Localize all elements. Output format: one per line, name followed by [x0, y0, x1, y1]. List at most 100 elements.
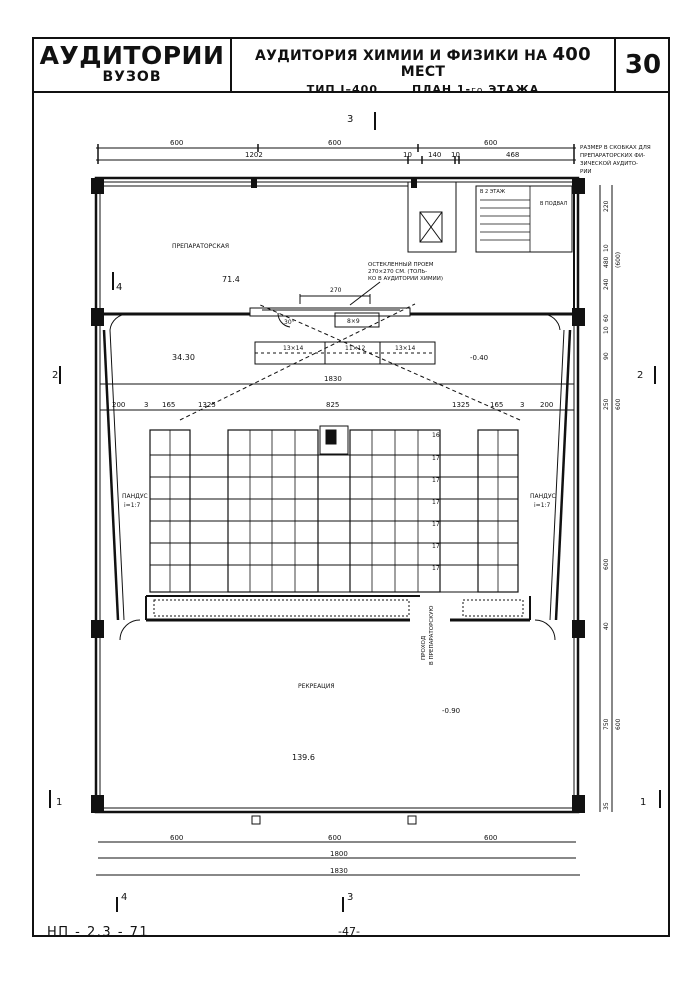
top-dim-d: 1202: [245, 151, 263, 159]
note-line-3: ЗИЧЕСКОЙ АУДИТО-: [580, 160, 638, 167]
right-dim-240: 240: [603, 278, 610, 290]
row-label-2: 17: [432, 455, 440, 462]
glazed-note-1: ОСТЕКЛЕННЫЙ ПРОЕМ: [368, 261, 434, 268]
room-aud-area: 34.30: [172, 353, 195, 362]
glazed-note-2: 270×270 СМ. (ТОЛЬ-: [368, 269, 427, 275]
section-mark-right-1: 1: [640, 797, 646, 808]
series-cell: АУДИТОРИИ ВУЗОВ: [34, 39, 232, 91]
top-dim-b: 600: [328, 139, 341, 147]
top-dim-g: 10: [451, 151, 460, 159]
seat-dim-a: 200: [112, 401, 125, 409]
top-dim-h: 468: [506, 151, 519, 159]
section-mark-left-2: 2: [52, 370, 58, 381]
row-label-5: 17: [432, 521, 440, 528]
bottom-dim-c: 600: [484, 834, 497, 842]
glazed-note-3: КО В АУДИТОРИИ ХИМИИ): [368, 276, 443, 282]
section-mark-right-2: 2: [637, 370, 643, 381]
level-aud: -0.40: [470, 354, 488, 362]
title-na: НА: [524, 48, 548, 64]
right-dim-600b: 600: [615, 398, 622, 410]
plan-label-small: го: [471, 86, 484, 96]
right-dim-220: 220: [603, 200, 610, 212]
right-dim-750: 750: [603, 718, 610, 730]
type-label: ТИП I–400.: [306, 83, 384, 96]
title-seats-number: 400: [552, 44, 591, 65]
bottom-dim-e: 1830: [330, 867, 348, 875]
board-1: 13×14: [283, 345, 303, 352]
seat-dim-b: 3: [144, 401, 148, 409]
plan-label-suffix: ЭТАЖА: [488, 83, 540, 96]
note-line-4: РИИ: [580, 169, 592, 175]
stair-dn: В 2 ЭТАЖ: [480, 189, 506, 195]
seat-dim-d: 1325: [198, 401, 216, 409]
seat-dim-e: 825: [326, 401, 339, 409]
title-seats-word: МЕСТ: [400, 64, 446, 80]
section-mark-bottom-4: 4: [121, 892, 127, 903]
right-dim-35: 35: [603, 802, 610, 810]
right-dim-10a: 10: [603, 244, 610, 252]
right-dim-40: 40: [603, 622, 610, 630]
page-number: -47-: [338, 925, 360, 938]
drawing-code: НП - 2.3 - 71: [47, 925, 150, 940]
row-label-7: 17: [432, 565, 440, 572]
level-rec: -0.90: [442, 707, 460, 715]
ramp-right-1: ПАНДУС: [530, 493, 556, 500]
right-dim-10b: 10: [603, 326, 610, 334]
seat-dim-f: 1325: [452, 401, 470, 409]
right-dim-600d: 600: [615, 718, 622, 730]
room-rec-area: 139.6: [292, 753, 315, 762]
right-dim-600c: 600: [603, 558, 610, 570]
section-mark-bottom-3: 3: [347, 892, 353, 903]
row-label-6: 17: [432, 543, 440, 550]
top-dim-f: 140: [428, 151, 441, 159]
row-label-4: 17: [432, 499, 440, 506]
bottom-dim-a: 600: [170, 834, 183, 842]
stair-up: В ПОДВАЛ: [540, 201, 567, 207]
seat-dim-i: 200: [540, 401, 553, 409]
sheet-title-cell: АУДИТОРИЯ ХИМИИ И ФИЗИКИ НА 400 МЕСТ ТИП…: [232, 39, 616, 96]
board-3: 13×14: [395, 345, 415, 352]
right-dim-480: 480: [603, 256, 610, 268]
board-2: 11×12: [345, 345, 365, 352]
seat-dim-h: 3: [520, 401, 524, 409]
top-dim-c: 600: [484, 139, 497, 147]
sheet-number-cell: 30: [616, 39, 670, 91]
right-dim-250: 250: [603, 398, 610, 410]
drawing-frame: АУДИТОРИИ ВУЗОВ АУДИТОРИЯ ХИМИИ И ФИЗИКИ…: [32, 37, 670, 937]
title-part1: АУДИТОРИЯ ХИМИИ И ФИЗИКИ: [255, 48, 519, 64]
seat-dim-c: 165: [162, 401, 175, 409]
passage-note-1: ПРОХОД: [421, 635, 427, 660]
right-dim-600a: (600): [615, 252, 622, 268]
top-dim-e: 10: [403, 151, 412, 159]
room-rec-label: РЕКРЕАЦИЯ: [298, 683, 335, 690]
ramp-right-2: i=1:7: [534, 502, 551, 509]
aud-width: 1830: [324, 375, 342, 383]
note-line-2: ПРЕПАРАТОРСКИХ ФИ-: [580, 153, 645, 159]
room-prep-area: 71.4: [222, 275, 240, 284]
series-title: АУДИТОРИИ: [39, 41, 225, 70]
dim-270: 270: [330, 287, 342, 294]
title-block: АУДИТОРИИ ВУЗОВ АУДИТОРИЯ ХИМИИ И ФИЗИКИ…: [34, 39, 670, 96]
row-label-3: 17: [432, 477, 440, 484]
bottom-dim-b: 600: [328, 834, 341, 842]
sheet-subtitle: ТИП I–400. ПЛАН 1-го ЭТАЖА: [232, 83, 614, 98]
sheet-title: АУДИТОРИЯ ХИМИИ И ФИЗИКИ НА 400 МЕСТ: [232, 44, 614, 81]
series-subtitle: ВУЗОВ: [102, 69, 162, 85]
section-mark-left-1: 1: [56, 797, 62, 808]
plan-label-prefix: ПЛАН 1-: [412, 83, 472, 96]
dim-8x9: 8×9: [347, 318, 360, 325]
sheet-number: 30: [624, 50, 662, 80]
ramp-left-1: ПАНДУС: [122, 493, 148, 500]
right-dim-60: 60: [603, 314, 610, 322]
section-mark-left-4: 4: [116, 282, 122, 293]
seat-dim-g: 165: [490, 401, 503, 409]
bottom-dim-d: 1800: [330, 850, 348, 858]
note-line-1: РАЗМЕР В СКОБКАХ ДЛЯ: [580, 145, 651, 151]
top-dim-a: 600: [170, 139, 183, 147]
dim-angle: 30°: [284, 319, 295, 326]
ramp-left-2: i=1:7: [124, 502, 141, 509]
passage-note-2: В ПРЕПАРАТОРСКУЮ: [429, 605, 435, 665]
room-prep-label: ПРЕПАРАТОРСКАЯ: [172, 243, 229, 250]
section-mark-top-3: 3: [347, 114, 353, 125]
